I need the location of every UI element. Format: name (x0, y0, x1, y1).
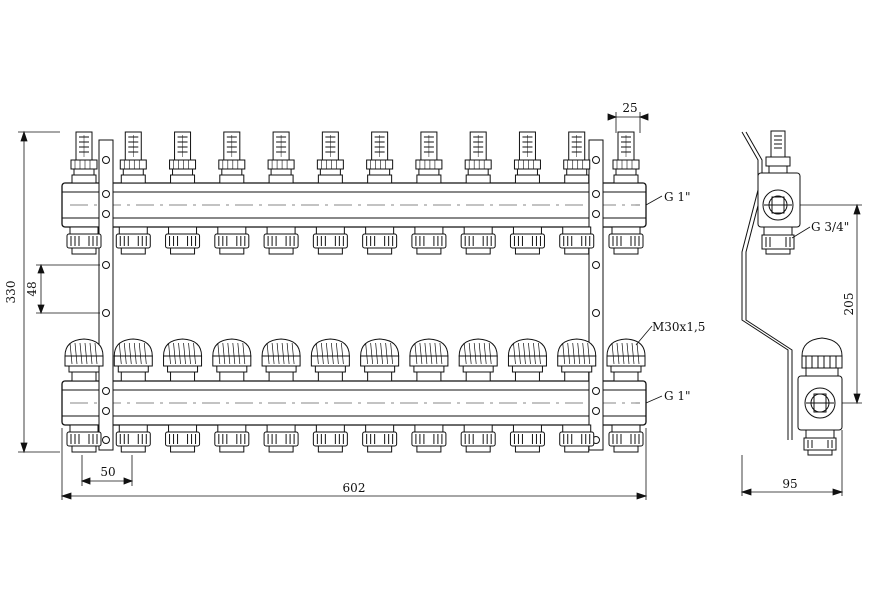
side-supply-outlet (761, 226, 795, 255)
valve-head (458, 338, 498, 382)
dimension-length-total (60, 428, 648, 500)
valve-head (507, 338, 547, 382)
dimension-25-label: 25 (622, 101, 637, 115)
return-outlet (460, 424, 496, 453)
flowmeter (119, 131, 147, 184)
side-return-outlet (803, 429, 837, 456)
flowmeter (513, 131, 541, 184)
return-outlet (509, 424, 545, 453)
return-outlet (165, 424, 201, 453)
dimension-bracket-gap (36, 263, 100, 315)
flowmeter (464, 131, 492, 184)
valve-head (163, 338, 203, 382)
thermostatic-valve-row (64, 338, 646, 382)
return-outlet (312, 424, 348, 453)
dimension-side-height (800, 203, 862, 405)
valve-head (261, 338, 301, 382)
valve-head (113, 338, 153, 382)
return-outlet (608, 424, 644, 453)
valve-head (360, 338, 400, 382)
dimension-height-total (18, 130, 60, 454)
flowmeter (267, 131, 295, 184)
side-wall-bracket (741, 131, 793, 440)
flowmeter (612, 131, 640, 184)
valve-head (409, 338, 449, 382)
supply-outlet (165, 226, 201, 255)
valve-thread-callout: M30x1,5 (652, 320, 705, 334)
side-return-body (797, 375, 843, 431)
supply-outlet-row (66, 226, 644, 255)
dimension-bracket-offset (607, 112, 649, 133)
side-valve-head (801, 337, 843, 377)
supply-outlet (460, 226, 496, 255)
side-flowmeter (765, 130, 791, 174)
supply-outlet (66, 226, 102, 255)
flowmeter (366, 131, 394, 184)
return-outlet (66, 424, 102, 453)
return-thread-callout: G 1" (664, 389, 691, 403)
flowmeter (563, 131, 591, 184)
supply-outlet (509, 226, 545, 255)
supply-outlet (411, 226, 447, 255)
side-view: G 3/4" (740, 130, 862, 496)
return-bar (61, 380, 647, 426)
return-outlet-row (66, 424, 644, 453)
dimension-48-label: 48 (25, 281, 39, 296)
valve-head (310, 338, 350, 382)
callout-leaders (635, 195, 663, 404)
left-mounting-bracket (98, 139, 114, 451)
return-outlet (411, 424, 447, 453)
dimension-side-depth (740, 430, 844, 496)
supply-outlet (559, 226, 595, 255)
return-outlet (115, 424, 151, 453)
dimension-50-label: 50 (100, 465, 115, 479)
flowmeter (415, 131, 443, 184)
dimension-330-label: 330 (4, 281, 18, 304)
flowmeter (169, 131, 197, 184)
return-outlet (362, 424, 398, 453)
supply-thread-callout: G 1" (664, 190, 691, 204)
outlet-thread-callout: G 3/4" (811, 220, 849, 234)
dimension-205-label: 205 (842, 293, 856, 316)
dimension-outlet-pitch (80, 455, 134, 486)
valve-head (557, 338, 597, 382)
return-outlet (214, 424, 250, 453)
supply-outlet (115, 226, 151, 255)
dimension-95-label: 95 (782, 477, 797, 491)
supply-outlet (214, 226, 250, 255)
flowmeter-row (70, 131, 640, 184)
right-mounting-bracket (588, 139, 604, 451)
return-outlet (559, 424, 595, 453)
supply-outlet (312, 226, 348, 255)
supply-outlet (263, 226, 299, 255)
valve-head (64, 338, 104, 382)
front-view: 330 48 50 602 (4, 101, 705, 500)
flowmeter (70, 131, 98, 184)
side-supply-body (757, 172, 801, 228)
flowmeter (218, 131, 246, 184)
valve-head (606, 338, 646, 382)
supply-outlet (608, 226, 644, 255)
valve-head (212, 338, 252, 382)
flowmeter (316, 131, 344, 184)
supply-bar (61, 182, 647, 228)
supply-outlet (362, 226, 398, 255)
dimension-602-label: 602 (343, 481, 366, 495)
return-outlet (263, 424, 299, 453)
